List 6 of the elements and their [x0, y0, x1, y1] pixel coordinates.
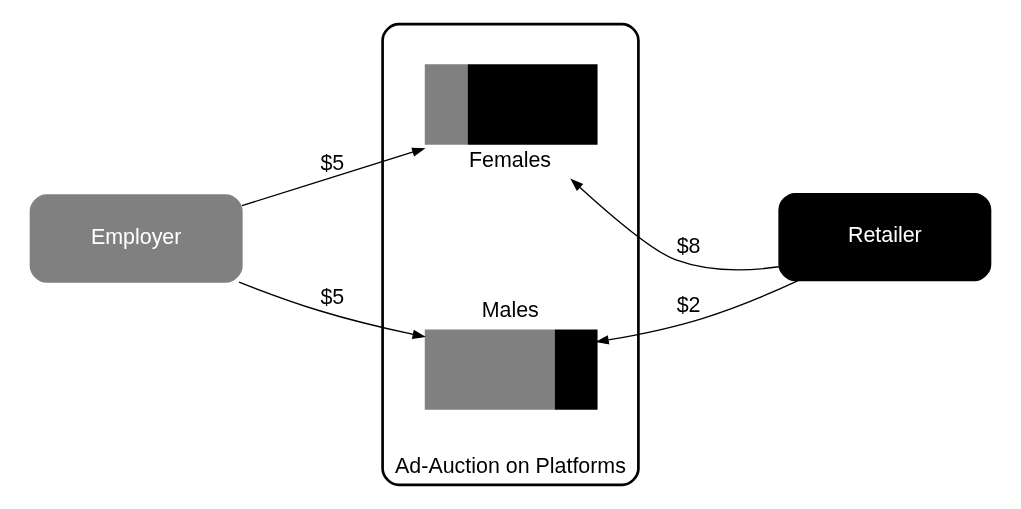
edge-label: $5	[320, 284, 345, 309]
edge-label: $2	[676, 292, 701, 317]
node-label: Females	[468, 148, 552, 173]
node-label: Males	[481, 298, 539, 323]
edge-label: $5	[320, 150, 345, 175]
edge-label: $8	[676, 233, 701, 258]
